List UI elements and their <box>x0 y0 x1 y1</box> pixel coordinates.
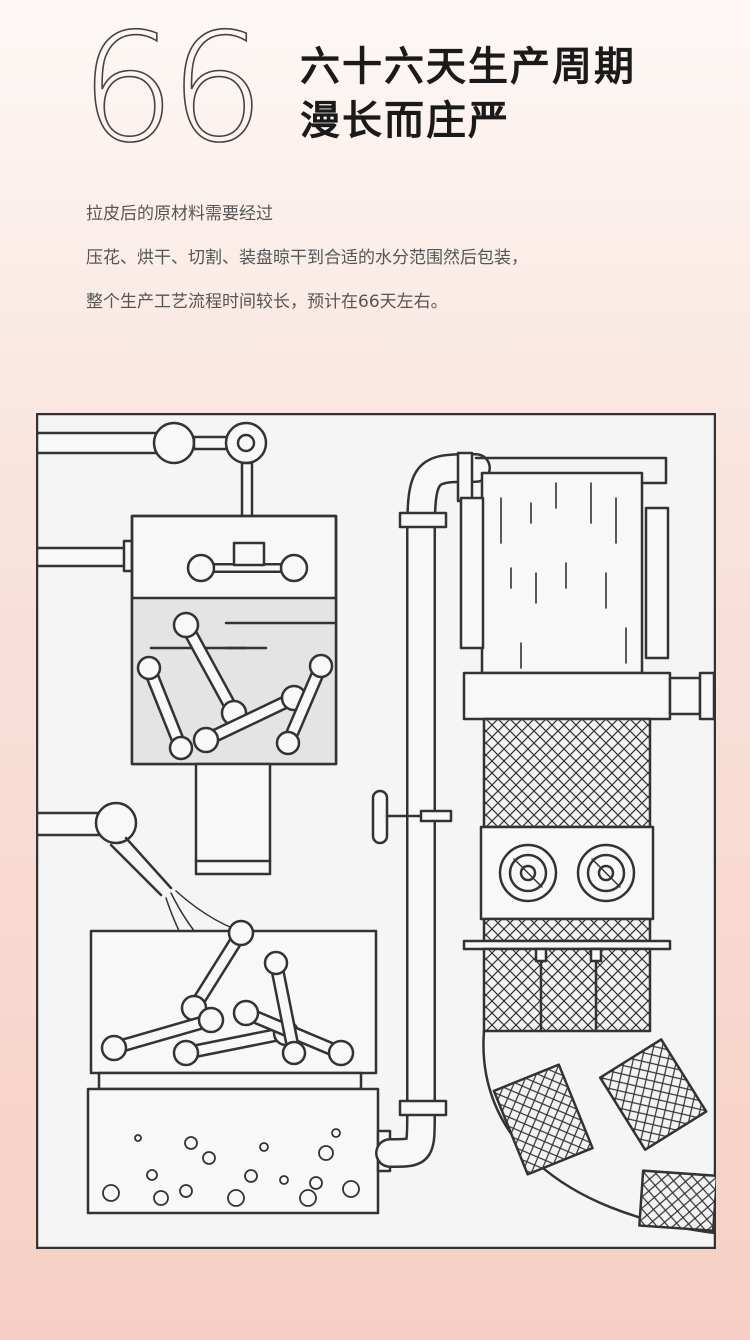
description-line-2: 压花、烘干、切割、装盘晾干到合适的水分范围然后包装， <box>86 248 528 268</box>
title-line-2: 漫长而庄严 <box>300 98 510 144</box>
title-line-1: 六十六天生产周期 <box>300 44 636 90</box>
big-number-text: 66 <box>80 22 259 162</box>
description-line-3: 整个生产工艺流程时间较长，预计在66天左右。 <box>86 292 448 312</box>
inlet-pipe <box>36 421 268 573</box>
vertical-pipe <box>371 451 491 1168</box>
description: 拉皮后的原材料需要经过 压花、烘干、切割、装盘晾干到合适的水分范围然后包装， 整… <box>86 192 528 324</box>
washing-tank <box>89 919 378 1091</box>
description-line-1: 拉皮后的原材料需要经过 <box>86 204 273 224</box>
page-title: 六十六天生产周期 漫长而庄严 <box>300 40 636 148</box>
fan-icon <box>576 843 636 903</box>
bubble-tank <box>86 1087 392 1215</box>
soaking-tank <box>130 514 338 766</box>
big-number: 66 <box>80 22 266 162</box>
dryer-unit <box>459 456 716 1033</box>
factory-production-line-illustration <box>36 413 716 1249</box>
fan-icon <box>498 843 558 903</box>
tank-outlet <box>194 762 272 876</box>
conveyor-chute <box>482 1029 716 1235</box>
